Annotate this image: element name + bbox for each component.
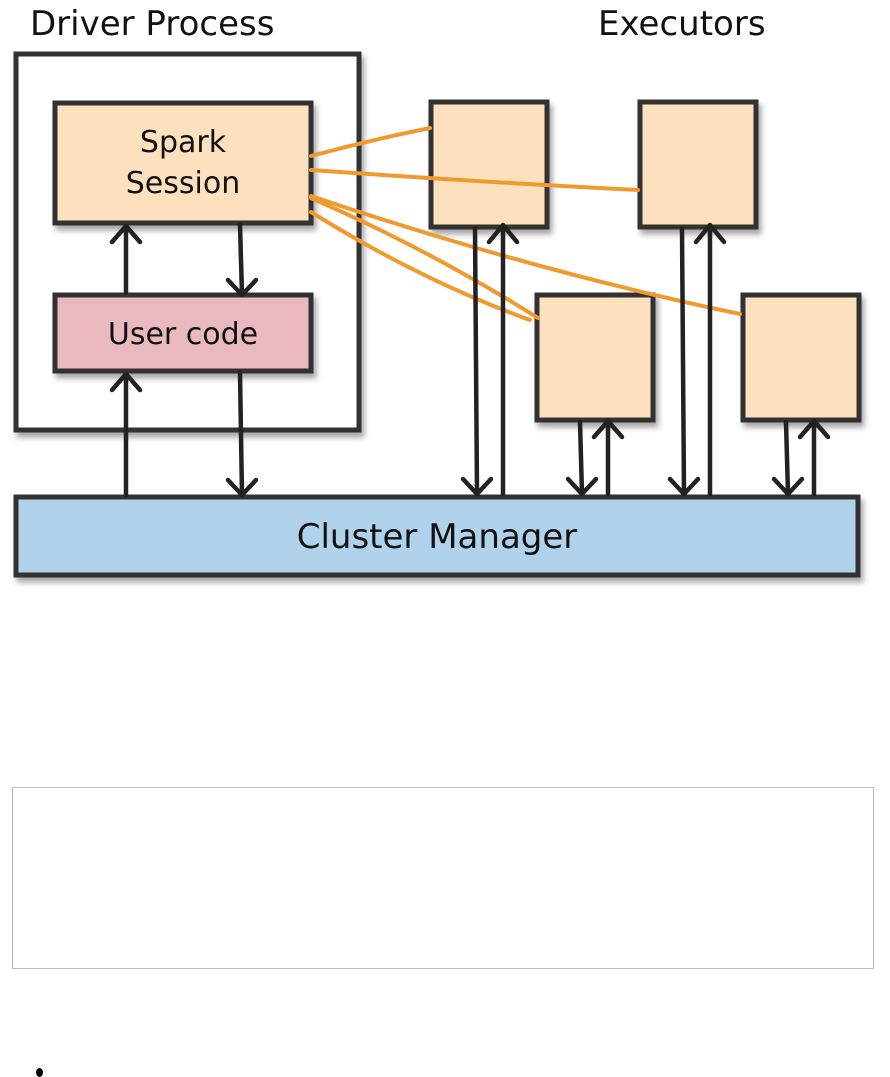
list-bullet	[36, 1068, 43, 1077]
executor-box	[637, 99, 759, 230]
executor-box	[428, 99, 550, 230]
cluster-manager-label: Cluster Manager	[297, 517, 578, 557]
arrow-down	[667, 226, 701, 497]
spark-architecture-diagram: Driver Process Executors Spark Session U…	[13, 4, 862, 578]
empty-content-panel	[12, 787, 874, 969]
arrow-up	[486, 222, 520, 497]
arrow-up	[591, 418, 625, 497]
arrow-down	[225, 222, 259, 298]
connector-line	[309, 126, 432, 158]
spark-session-box	[52, 100, 314, 226]
cluster-manager-box	[13, 494, 861, 578]
executor-box	[534, 292, 656, 423]
executor-box	[740, 292, 862, 423]
connector-line	[309, 196, 540, 320]
arrow-up	[109, 371, 143, 498]
spark-session-label-line2: Session	[126, 166, 240, 201]
spark-session-label-line1: Spark	[140, 125, 227, 160]
arrow-down	[225, 370, 259, 498]
arrow-up	[109, 223, 143, 296]
arrow-down	[565, 419, 599, 497]
user-code-box	[52, 292, 314, 374]
arrow-down	[771, 419, 805, 497]
connector-line	[309, 168, 640, 192]
user-code-label: User code	[108, 317, 258, 352]
arrow-up	[693, 222, 727, 497]
driver-process-title: Driver Process	[30, 4, 274, 44]
executors-title: Executors	[598, 4, 766, 44]
arrow-up	[797, 418, 831, 497]
arrow-down	[460, 226, 494, 497]
